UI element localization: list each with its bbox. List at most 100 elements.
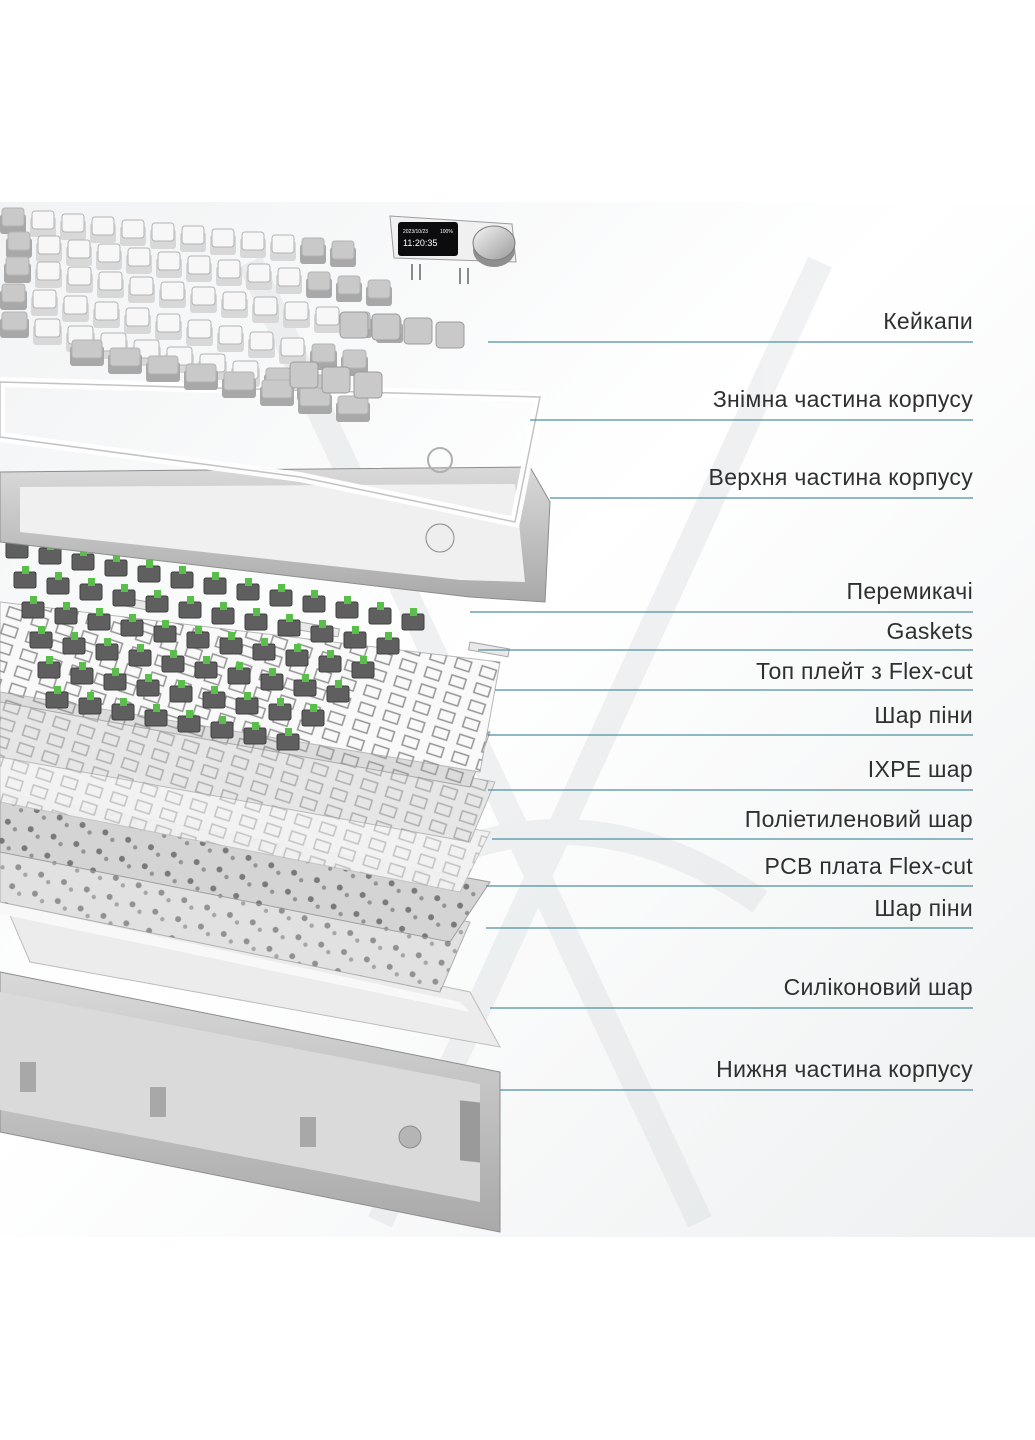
keycap xyxy=(260,379,294,406)
keycap xyxy=(240,231,266,258)
switch xyxy=(178,596,202,619)
switch xyxy=(87,608,111,631)
keycap xyxy=(221,291,248,318)
keycap xyxy=(120,219,146,246)
switch xyxy=(144,704,168,727)
switch xyxy=(103,668,127,691)
switch xyxy=(29,626,53,649)
keycap xyxy=(321,366,351,394)
callout-polyethylene: Поліетиленовий шар xyxy=(744,806,973,832)
callout-top-case: Верхня частина корпусу xyxy=(708,464,973,490)
switch xyxy=(46,572,70,595)
switch xyxy=(169,680,193,703)
callout-foam-bottom: Шар піни xyxy=(874,895,973,921)
keycap xyxy=(6,231,32,258)
switch xyxy=(62,632,86,655)
callout-removable-case: Знімна частина корпусу xyxy=(712,386,973,412)
keycap xyxy=(298,387,332,414)
switch xyxy=(376,632,400,655)
keycap xyxy=(190,286,217,313)
switch xyxy=(235,692,259,715)
keycap xyxy=(336,395,370,422)
keycap xyxy=(66,239,92,266)
keycap xyxy=(270,234,296,261)
keycap xyxy=(186,319,213,346)
bottom-case xyxy=(0,971,501,1233)
switch xyxy=(70,662,94,685)
switch xyxy=(153,620,177,643)
switch xyxy=(95,638,119,661)
keycap xyxy=(246,263,272,290)
keycap xyxy=(0,311,29,338)
top-plate xyxy=(0,601,501,773)
keycap xyxy=(186,255,212,282)
keycap xyxy=(128,276,155,303)
keycap xyxy=(279,337,306,364)
display-time: 11:20:35 xyxy=(403,238,437,248)
switch xyxy=(276,728,300,751)
keycap xyxy=(217,325,244,352)
switch xyxy=(145,590,169,613)
keycap xyxy=(339,311,369,339)
keycap xyxy=(184,363,218,390)
callout-ixpe: IXPE шар xyxy=(867,756,973,782)
keycap-set xyxy=(0,207,465,422)
keycap xyxy=(336,275,362,302)
switch xyxy=(368,602,392,625)
switch xyxy=(104,554,128,577)
callout-keycaps: Кейкапи xyxy=(883,308,973,334)
keycap xyxy=(180,225,206,252)
switch xyxy=(277,614,301,637)
switch xyxy=(343,626,367,649)
keycap xyxy=(314,306,341,333)
switch xyxy=(244,608,268,631)
keycap xyxy=(330,240,356,267)
switch xyxy=(293,674,317,697)
switch xyxy=(243,722,267,745)
callout-top-plate: Топ плейт з Flex-cut xyxy=(755,658,973,684)
switch xyxy=(112,584,136,607)
switch xyxy=(268,698,292,721)
keycap xyxy=(300,237,326,264)
switch xyxy=(136,674,160,697)
keycap xyxy=(283,301,310,328)
switch xyxy=(13,566,37,589)
keycap xyxy=(97,271,124,298)
keycap xyxy=(403,317,433,345)
display-screen xyxy=(398,222,458,256)
switch xyxy=(37,656,61,679)
switch xyxy=(260,668,284,691)
switch xyxy=(401,608,425,631)
keycap xyxy=(30,210,56,237)
removable-case-part xyxy=(0,376,547,528)
switch xyxy=(351,656,375,679)
switch xyxy=(301,704,325,727)
keycap xyxy=(35,261,62,288)
switch xyxy=(219,632,243,655)
callout-foam-top: Шар піни xyxy=(874,702,973,728)
switch xyxy=(21,596,45,619)
keycap xyxy=(366,279,392,306)
keycap xyxy=(371,313,401,341)
switch xyxy=(302,590,326,613)
keycap xyxy=(4,256,31,283)
keycap xyxy=(306,271,332,298)
keycap xyxy=(150,222,176,249)
top-case xyxy=(0,466,551,603)
callout-gaskets: Gaskets xyxy=(886,618,973,644)
keycap xyxy=(222,371,256,398)
switch xyxy=(128,644,152,667)
keycap xyxy=(248,331,275,358)
keycap xyxy=(146,355,180,382)
keycap xyxy=(210,228,236,255)
switch xyxy=(210,716,234,739)
switch xyxy=(318,650,342,673)
switch xyxy=(161,650,185,673)
keycap xyxy=(159,281,186,308)
switch xyxy=(137,560,161,583)
switch xyxy=(111,698,135,721)
keycap xyxy=(66,266,93,293)
switch xyxy=(120,614,144,637)
switch xyxy=(202,686,226,709)
display-date: 2023/10/23 xyxy=(403,229,428,235)
